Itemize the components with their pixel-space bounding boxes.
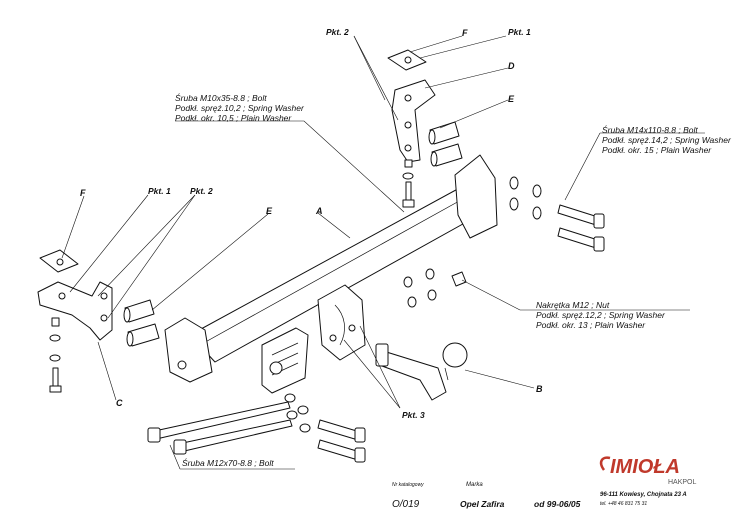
- title-block: Nr katalogowy O/019 Marka Opel Zafira od…: [392, 482, 581, 510]
- bracket-left: [37, 281, 113, 341]
- bolts-m14: [509, 176, 605, 252]
- label-pkt2-top: Pkt. 2: [326, 27, 349, 37]
- callout-m10-line1: Śruba M10x35-8.8 ; Bolt: [175, 92, 267, 103]
- label-e-right: E: [508, 94, 515, 104]
- bracket-right: [391, 79, 436, 163]
- callout-m10-line3: Podkł. okr. 10,5 ; Plain Washer: [175, 113, 292, 123]
- callout-m10-line2: Podkł. spręż.10,2 ; Spring Washer: [175, 103, 305, 113]
- label-f-left: F: [80, 188, 86, 198]
- callout-nut-m12: Nakrętka M12 ; Nut Podkł. spręż.12,2 ; S…: [536, 300, 666, 330]
- callout-m14-line1: Śruba M14x110-8.8 ; Bolt: [602, 124, 698, 135]
- bolt-vertical-m10: [402, 159, 415, 208]
- leader-lines: [61, 35, 705, 470]
- logo-subtext: HAKPOL: [668, 479, 697, 486]
- catalog-number-label: Nr katalogowy: [392, 482, 424, 488]
- callout-m14-line2: Podkł. spręż.14,2 ; Spring Washer: [602, 135, 732, 145]
- socket-plate: [261, 327, 309, 394]
- callout-m14: Śruba M14x110-8.8 ; Bolt Podkł. spręż.14…: [602, 124, 732, 155]
- logo-text: IMIOŁA: [610, 456, 680, 478]
- spacer-tubes-right: [428, 121, 463, 167]
- label-a: A: [315, 206, 323, 216]
- label-pkt1-top: Pkt. 1: [508, 27, 531, 37]
- label-b: B: [536, 384, 543, 394]
- label-pkt1-left: Pkt. 1: [148, 186, 171, 196]
- right-end-plate: [454, 154, 498, 239]
- company-address: 96-111 Kowiesy, Chojnata 23 A: [600, 492, 687, 498]
- spacer-tubes-left: [123, 299, 160, 347]
- callout-nut-line3: Podkł. okr. 13 ; Plain Washer: [536, 320, 646, 330]
- label-pkt2-left: Pkt. 2: [190, 186, 213, 196]
- callout-nut-line2: Podkł. spręż.12,2 ; Spring Washer: [536, 310, 666, 320]
- callout-m14-line3: Podkł. okr. 15 ; Plain Washer: [602, 145, 712, 155]
- catalog-number: O/019: [392, 499, 420, 510]
- callout-bolt-m12: Śruba M12x70-8.8 ; Bolt: [182, 457, 274, 468]
- nuts-m12: [403, 268, 467, 308]
- vehicle-model: Opel Zafira: [460, 499, 505, 509]
- callout-nut-line1: Nakrętka M12 ; Nut: [536, 300, 610, 310]
- tow-ball-neck: [375, 342, 468, 401]
- bolts-m12: [147, 393, 366, 463]
- ball-mount-plate: [317, 284, 366, 361]
- make-label: Marka: [466, 482, 483, 488]
- label-pkt3: Pkt. 3: [402, 410, 425, 420]
- label-d: D: [508, 61, 515, 71]
- label-c: C: [116, 398, 123, 408]
- model-years: od 99-06/05: [534, 499, 581, 509]
- company-logo: IMIOŁA HAKPOL 96-111 Kowiesy, Chojnata 2…: [599, 456, 697, 507]
- label-e-left: E: [266, 206, 273, 216]
- left-end-plate: [164, 317, 213, 383]
- callout-m10: Śruba M10x35-8.8 ; Bolt Podkł. spręż.10,…: [175, 92, 305, 123]
- label-f-top: F: [462, 28, 468, 38]
- company-phone: tel. +48 46 831 75 31: [600, 501, 647, 507]
- bolt-vertical-left: [49, 317, 62, 393]
